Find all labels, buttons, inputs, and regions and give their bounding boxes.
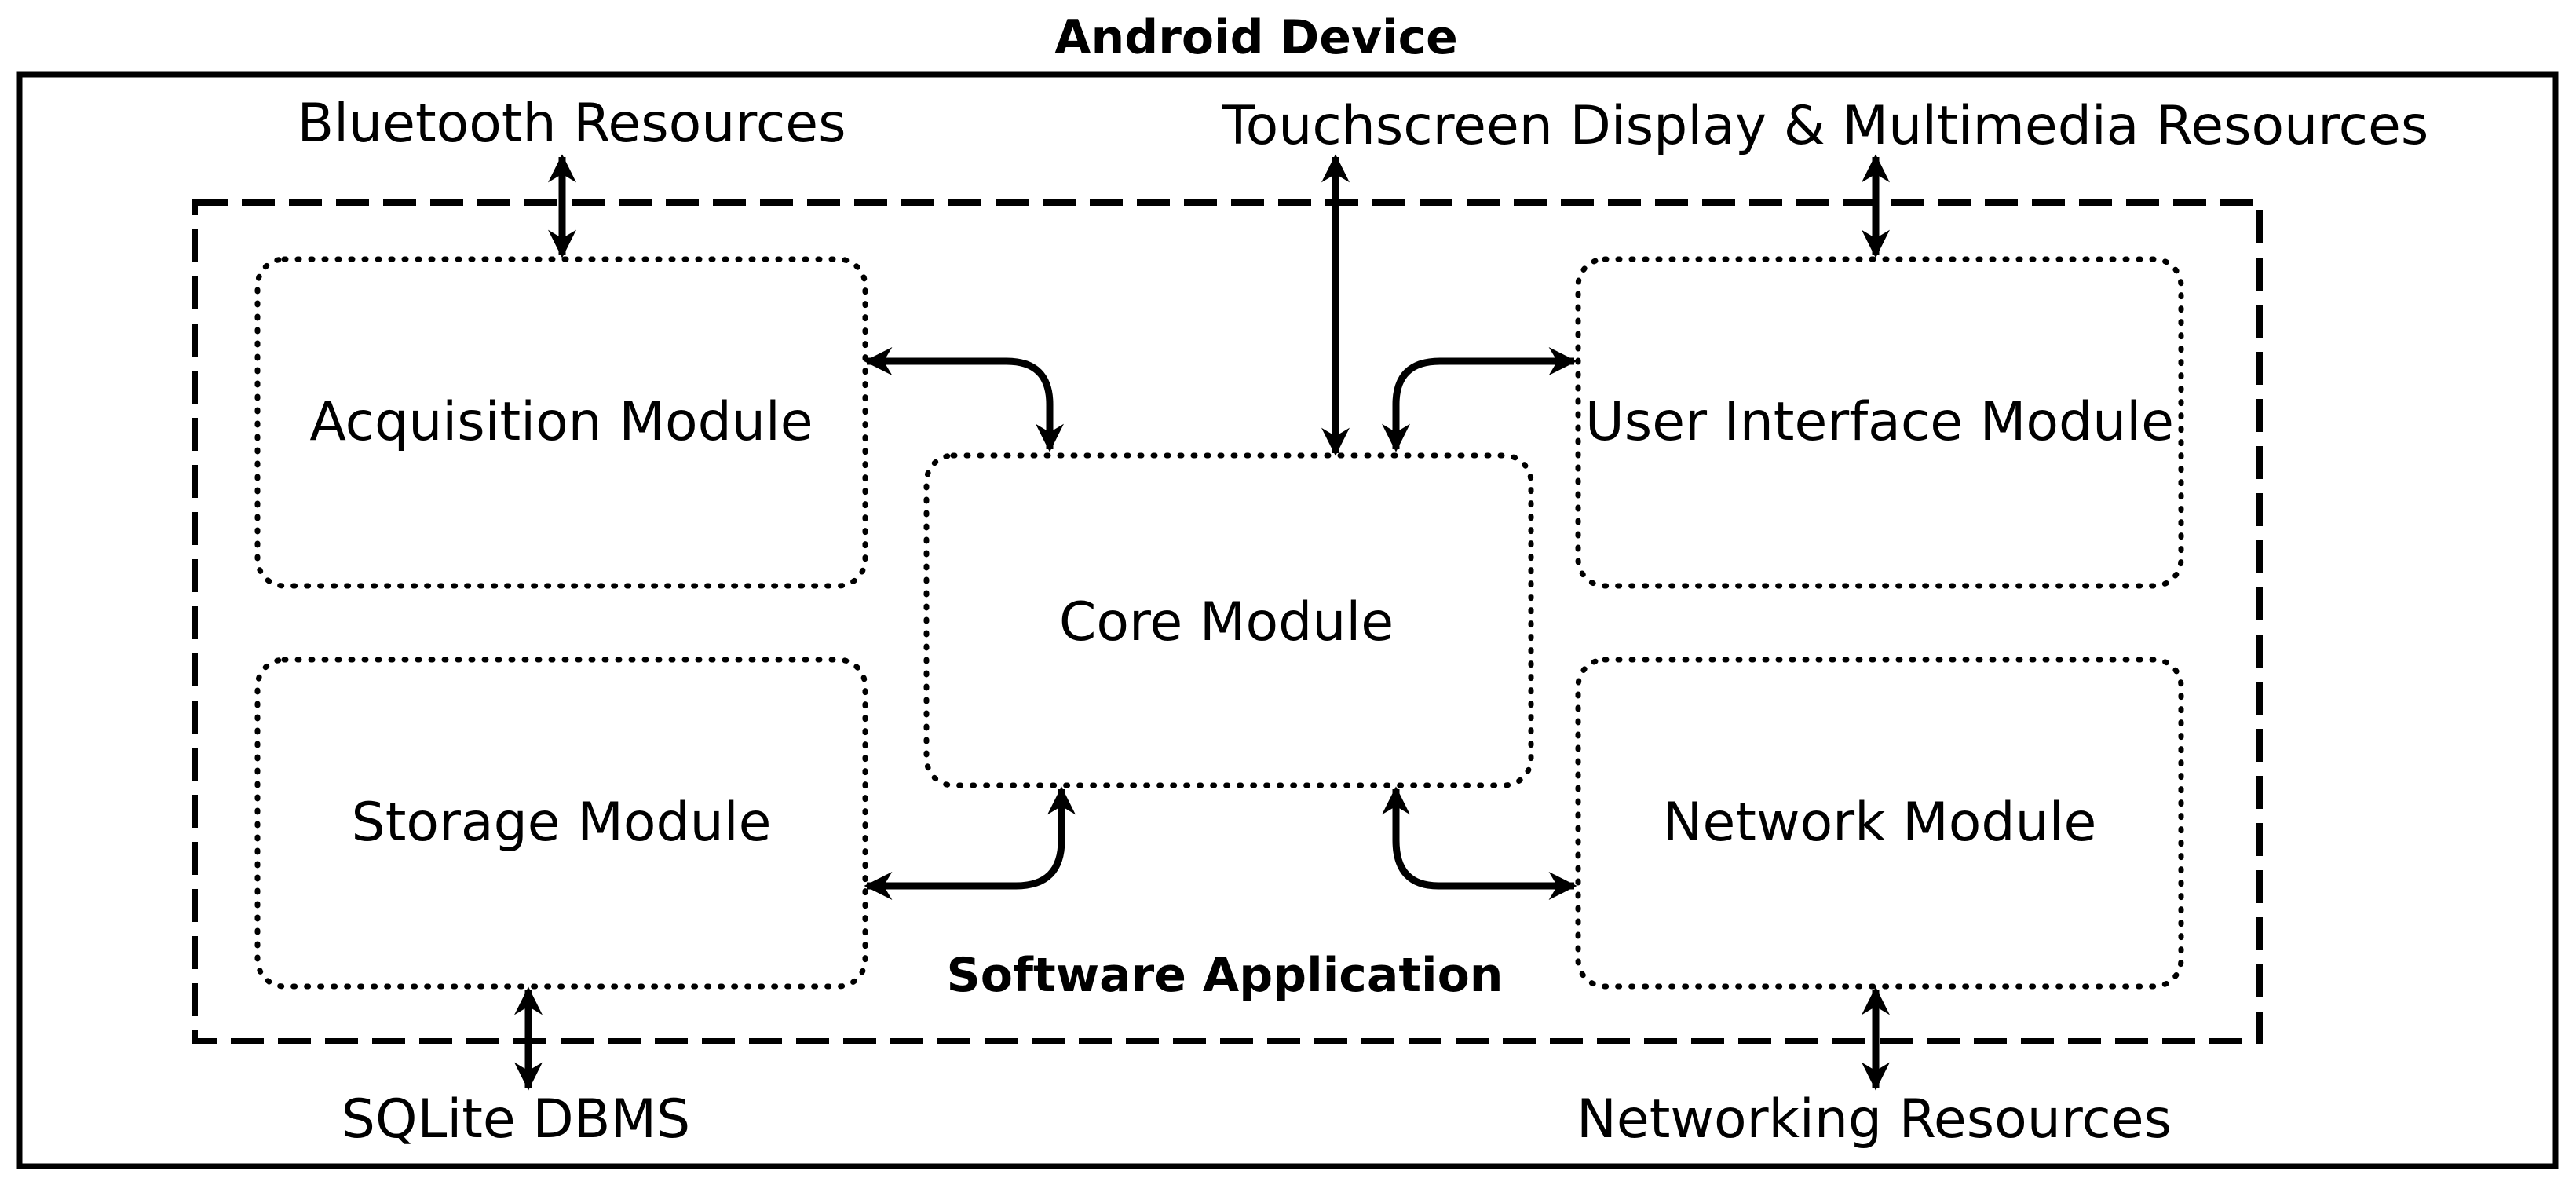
network-module: Network Module — [1575, 657, 2184, 990]
user-interface-core-arrow — [1382, 347, 1577, 452]
software-application-title: Software Application — [946, 948, 1503, 1003]
software-application-frame — [192, 199, 2263, 1044]
user-interface-module: User Interface Module — [1575, 256, 2184, 589]
core-module: Core Module — [923, 452, 1534, 788]
network-core-arrow — [1382, 786, 1577, 900]
acquisition-core-arrow — [864, 347, 1064, 452]
bluetooth-resources-label: Bluetooth Resources — [298, 93, 846, 155]
touchscreen-resources-label: Touchscreen Display & Multimedia Resourc… — [1222, 95, 2429, 157]
core-module-label: Core Module — [1059, 591, 1394, 653]
storage-module-label: Storage Module — [352, 792, 772, 854]
android-device-frame — [16, 71, 2559, 1169]
acquisition-module-label: Acquisition Module — [309, 391, 813, 453]
user-interface-module-label: User Interface Module — [1585, 391, 2174, 453]
sqlite-dbms-label: SQLite DBMS — [342, 1088, 690, 1151]
storage-module: Storage Module — [254, 657, 868, 990]
networking-resources-label: Networking Resources — [1577, 1088, 2172, 1151]
storage-core-arrow — [864, 786, 1076, 900]
android-device-title: Android Device — [1054, 10, 1458, 65]
acquisition-module: Acquisition Module — [254, 256, 868, 589]
network-module-label: Network Module — [1663, 792, 2097, 854]
